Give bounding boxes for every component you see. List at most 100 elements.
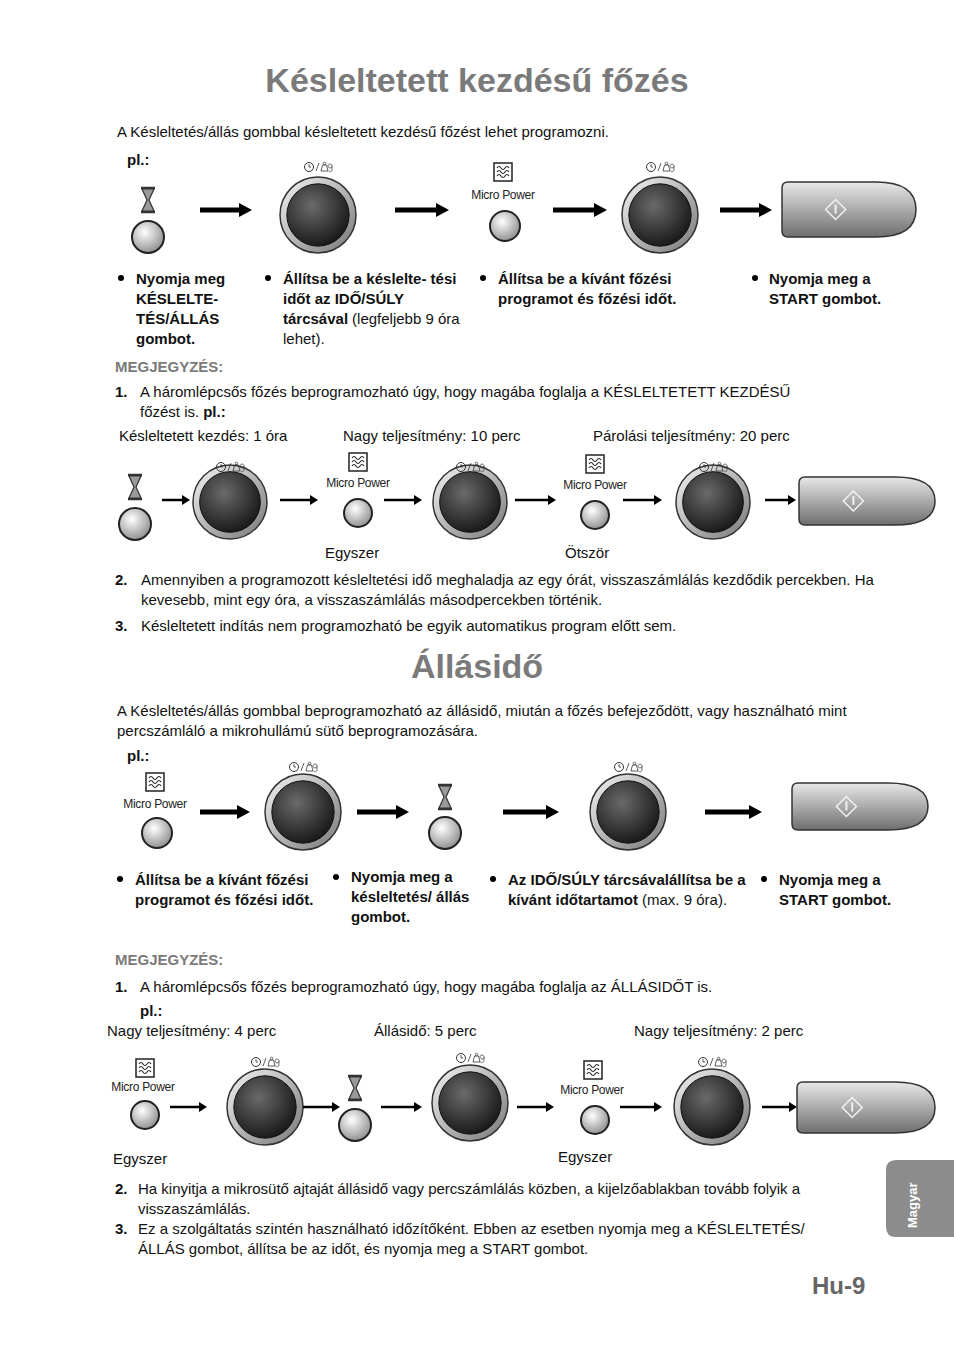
push-button bbox=[581, 501, 609, 529]
note-number: 1. bbox=[115, 383, 128, 400]
step-text: Nyomja meg a START gombot. bbox=[769, 270, 881, 307]
start-button bbox=[792, 783, 928, 830]
example-label-block: pl.: bbox=[140, 1001, 200, 1021]
example-step-block: Nagy teljesítmény: 4 perc bbox=[107, 1021, 337, 1041]
wave-stroke bbox=[587, 1065, 599, 1068]
time-weight-icon bbox=[457, 1053, 485, 1063]
button-label-block: Micro Power bbox=[458, 188, 548, 202]
press-count: Egyszer bbox=[325, 544, 379, 561]
flow-arrow-head bbox=[396, 805, 409, 819]
button-label: Micro Power bbox=[563, 478, 626, 492]
example-step-block: Párolási teljesítmény: 20 perc bbox=[593, 426, 853, 446]
flow-arrow-head bbox=[759, 203, 772, 217]
note-heading: MEGJEGYZÉS: bbox=[115, 358, 223, 375]
wave-stroke bbox=[149, 777, 161, 780]
wave-stroke bbox=[497, 167, 509, 170]
note-text-block: Ha kinyitja a mikrosütő ajtaját állásidő… bbox=[138, 1179, 868, 1219]
microwave-icon bbox=[584, 1061, 602, 1079]
example-label: pl.: bbox=[140, 1002, 163, 1019]
step-text-block: Nyomja meg a START gombot. bbox=[779, 870, 904, 910]
push-button bbox=[132, 221, 164, 253]
flow-arrow-shaft bbox=[705, 810, 751, 815]
note-text: pl.: bbox=[203, 403, 226, 420]
step-text-block: Nyomja meg a START gombot. bbox=[769, 269, 919, 309]
flow-arrow-shaft bbox=[200, 810, 239, 815]
press-count: Egyszer bbox=[113, 1150, 167, 1167]
microwave-icon bbox=[586, 455, 604, 473]
example-step-block: Késleltetett kezdés: 1 óra bbox=[119, 426, 339, 446]
note-text: Amennyiben a programozott késleltetési i… bbox=[141, 571, 874, 608]
time-weight-icon bbox=[615, 762, 643, 772]
note-text: Késleltetett indítás nem programozható b… bbox=[141, 617, 676, 634]
bullet-dot bbox=[480, 275, 486, 281]
microwave-icon bbox=[146, 773, 164, 791]
language-tab-text-block: Magyar bbox=[903, 1166, 923, 1228]
wave-stroke bbox=[352, 465, 364, 468]
wave-stroke bbox=[587, 1073, 599, 1076]
step-text-block: Állítsa be a kívánt főzési programot és … bbox=[498, 269, 728, 309]
start-symbol-bar bbox=[845, 802, 847, 811]
button-label: Micro Power bbox=[111, 1080, 174, 1094]
language-tab bbox=[886, 1160, 954, 1237]
note-number-block: 1. bbox=[115, 382, 137, 402]
push-button bbox=[339, 1109, 371, 1141]
bullet-dot bbox=[333, 874, 339, 880]
microwave-icon bbox=[349, 453, 367, 471]
time-weight-icon bbox=[217, 462, 245, 472]
bullet-dot bbox=[265, 275, 271, 281]
button-label: Micro Power bbox=[560, 1083, 623, 1097]
example-step: Párolási teljesítmény: 20 perc bbox=[593, 427, 790, 444]
dial-ring bbox=[676, 465, 750, 539]
hourglass-icon bbox=[439, 786, 451, 808]
wave-stroke bbox=[139, 1067, 151, 1070]
start-button bbox=[799, 477, 935, 525]
flow-arrow-shaft bbox=[765, 499, 790, 502]
dial-knob bbox=[200, 472, 261, 533]
example-label: pl.: bbox=[127, 151, 150, 168]
wave-stroke bbox=[149, 785, 161, 788]
start-button bbox=[782, 182, 916, 237]
wave-stroke bbox=[139, 1063, 151, 1066]
example-label-block: pl.: bbox=[127, 150, 187, 170]
push-button bbox=[429, 817, 461, 849]
note-number: 3. bbox=[115, 1220, 128, 1237]
dial-knob bbox=[683, 472, 744, 533]
flow-arrow-shaft bbox=[303, 1106, 334, 1109]
push-button bbox=[119, 508, 151, 540]
flow-arrow-shaft bbox=[720, 208, 761, 213]
note-text: Ha kinyitja a mikrosütő ajtaját állásidő… bbox=[138, 1180, 800, 1217]
example-label: pl.: bbox=[127, 747, 150, 764]
dial-knob bbox=[440, 472, 501, 533]
push-button bbox=[131, 1101, 159, 1129]
dial-ring bbox=[280, 177, 356, 253]
start-symbol bbox=[842, 1098, 862, 1118]
time-weight-icon bbox=[290, 762, 318, 772]
wave-stroke bbox=[497, 171, 509, 174]
dial-ring bbox=[193, 465, 267, 539]
push-button bbox=[142, 818, 172, 848]
wave-stroke bbox=[352, 457, 364, 460]
flow-arrow-head bbox=[548, 495, 556, 505]
dial-ring bbox=[674, 1069, 750, 1145]
note-text: Ez a szolgáltatás szintén használható id… bbox=[138, 1220, 805, 1257]
page-number: Hu-9 bbox=[812, 1272, 865, 1299]
button-label-block: Micro Power bbox=[110, 797, 200, 811]
flow-arrow-head bbox=[654, 495, 662, 505]
bullet-dot bbox=[118, 275, 124, 281]
note-number-block: 1. bbox=[115, 977, 137, 997]
note-text-block: Késleltetett indítás nem programozható b… bbox=[141, 616, 901, 636]
time-weight-icon bbox=[647, 162, 675, 172]
start-symbol-bar bbox=[835, 205, 837, 214]
example-step-block: Állásidő: 5 perc bbox=[374, 1021, 554, 1041]
flow-arrow-shaft bbox=[384, 499, 416, 502]
section-heading-block: Állásidő bbox=[330, 646, 624, 686]
step-text-block: Állítsa be a késlelte- tési időt az IDŐ/… bbox=[283, 269, 468, 349]
note-text: A háromlépcsős főzés beprogramozható úgy… bbox=[140, 978, 712, 995]
flow-arrow-head bbox=[594, 203, 607, 217]
dial-knob bbox=[597, 781, 659, 843]
wave-stroke bbox=[587, 1069, 599, 1072]
example-step: Nagy teljesítmény: 4 perc bbox=[107, 1022, 276, 1039]
button-label: Micro Power bbox=[471, 188, 534, 202]
note-text-block: A háromlépcsős főzés beprogramozható úgy… bbox=[140, 977, 880, 997]
